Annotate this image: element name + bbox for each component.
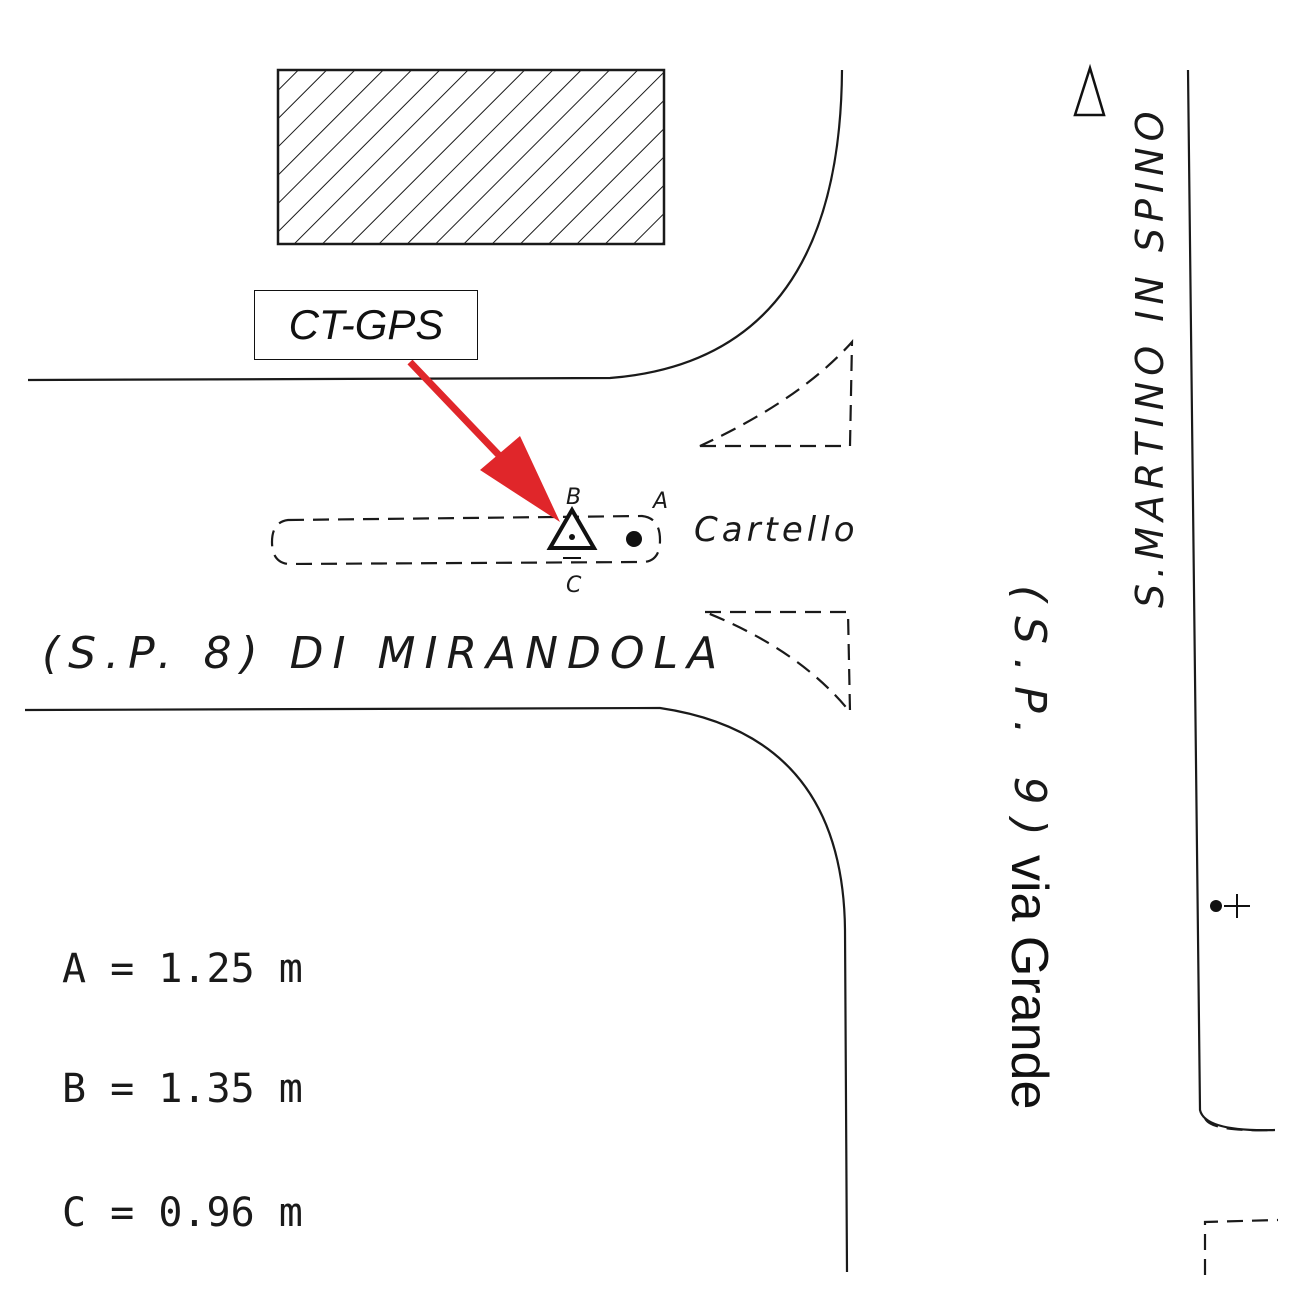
station-label-box: CT-GPS (254, 290, 478, 360)
road-edge-east-lower (1203, 1218, 1279, 1275)
road-edge-south (24, 706, 849, 1273)
cross-road-name-label: via Grande (1000, 855, 1058, 1109)
legend-b: B = 1.35 m (62, 1066, 303, 1112)
road-edge-north (27, 69, 844, 382)
point-marker-icon (626, 531, 642, 547)
marker-a: A (651, 489, 668, 514)
road-edge-east (1186, 69, 1276, 1132)
main-road-label: (S.P. 8) DI MIRANDOLA (42, 628, 726, 679)
benchmark-marker-icon (1210, 894, 1250, 918)
sign-label: Cartello (694, 510, 859, 550)
legend-a: A = 1.25 m (62, 946, 303, 992)
town-label: S.MARTINO IN SPINO (1128, 105, 1172, 608)
marker-b: B (566, 485, 581, 510)
building-hatched (276, 68, 666, 246)
station-label: CT-GPS (288, 301, 444, 348)
traffic-island (270, 514, 662, 566)
cross-road-code-label: (S.P. 9) (1004, 585, 1055, 850)
island-triangle-south (704, 610, 852, 716)
north-triangle-icon (1073, 63, 1106, 117)
island-triangle-north (699, 339, 854, 448)
legend-c: C = 0.96 m (62, 1190, 303, 1236)
station-pointer-arrow (407, 359, 560, 522)
marker-c: C (566, 573, 582, 598)
road-edge-east-dash (1203, 1117, 1276, 1132)
gps-station-triangle-icon (546, 506, 598, 559)
